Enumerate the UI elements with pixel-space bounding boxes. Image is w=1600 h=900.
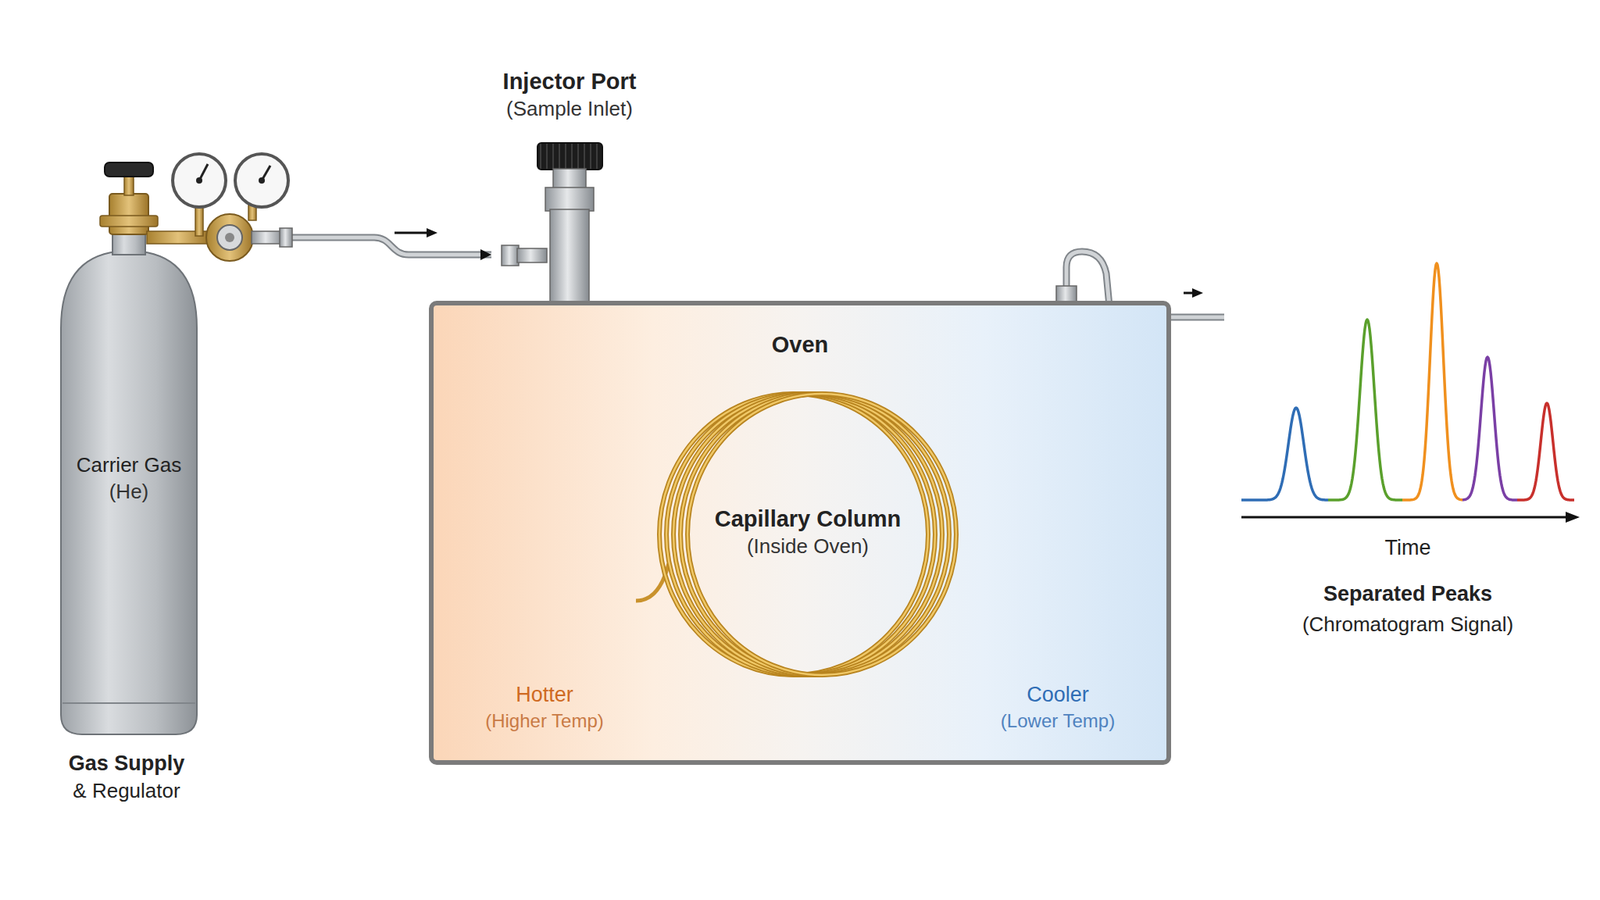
text-label: Cooler [1026, 682, 1090, 708]
node-subtitle: (He) [109, 478, 150, 505]
capillary-column: Capillary Column(Inside Oven) [635, 375, 980, 689]
text-label: & Regulator [72, 778, 180, 804]
flow-arrow [394, 228, 1204, 298]
text-holder: Injector Port(Sample Inlet) [503, 67, 637, 122]
text-label: Time [1385, 535, 1432, 561]
node-title: Injector Port [503, 67, 637, 96]
pressure-regulator [146, 153, 293, 261]
text-label: Hotter [515, 682, 574, 708]
text-label: (Higher Temp) [485, 710, 604, 733]
gas-cylinder [60, 162, 197, 735]
label-holder: & Regulator [72, 778, 180, 804]
node-subtitle: (Inside Oven) [746, 532, 869, 560]
label-holder: Time [1385, 535, 1432, 561]
node-subtitle: (Sample Inlet) [506, 95, 633, 122]
text-label: Separated Peaks [1323, 582, 1493, 607]
text-holder: Capillary Column(Inside Oven) [714, 504, 902, 560]
label-holder: Hotter [515, 682, 574, 708]
label-holder: (Lower Temp) [1000, 710, 1115, 733]
text-label: Gas Supply [68, 751, 186, 776]
peak-trace [1402, 263, 1463, 500]
node-title: Capillary Column [714, 504, 902, 533]
arrow-head [480, 249, 492, 261]
peak-trace [1241, 407, 1329, 500]
label-holder: Cooler [1026, 682, 1090, 708]
peak-trace [1517, 403, 1575, 500]
text-label: (Chromatogram Signal) [1302, 612, 1514, 637]
node-title: Carrier Gas [76, 451, 182, 479]
time-axis [1241, 511, 1580, 523]
column-coil [635, 375, 980, 689]
gas-cylinder-node: Carrier Gas(He) [60, 162, 197, 735]
label-holder: Gas Supply [68, 751, 186, 776]
node-title: Oven [771, 330, 829, 359]
peak-trace [1328, 319, 1403, 500]
chromatogram-peaks [1241, 263, 1575, 500]
text-label: (Lower Temp) [1000, 710, 1115, 733]
text-holder: Carrier Gas(He) [76, 451, 182, 505]
label-holder: Separated Peaks [1323, 582, 1493, 607]
peak-trace [1462, 357, 1518, 500]
label-holder: (Higher Temp) [485, 710, 604, 733]
label-holder: (Chromatogram Signal) [1302, 612, 1514, 637]
text-holder: Oven [771, 330, 829, 359]
